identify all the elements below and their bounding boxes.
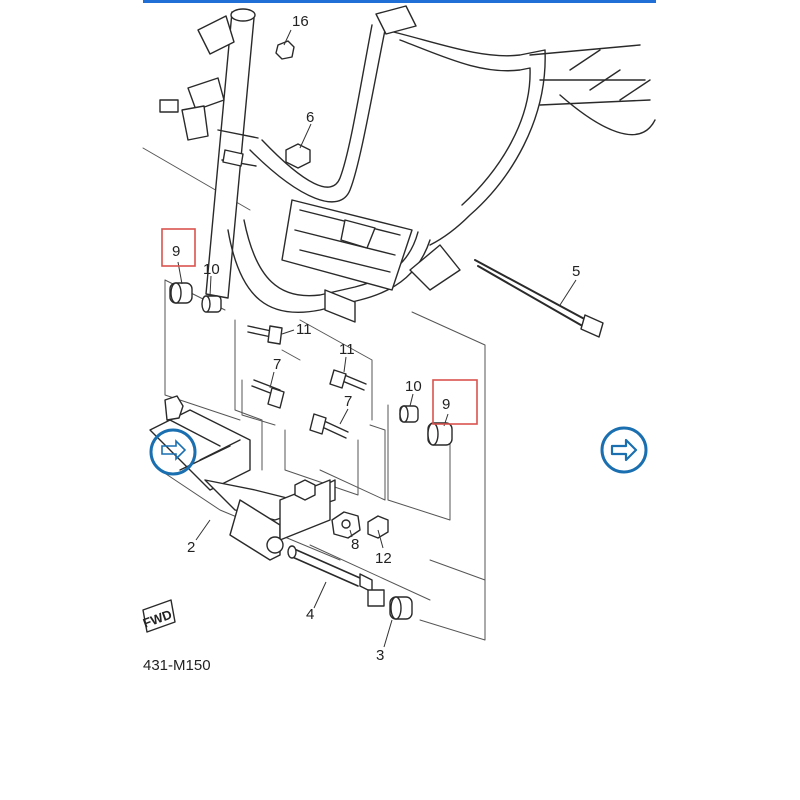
label-9-right: 9 — [442, 396, 450, 413]
collar-10-right — [399, 405, 419, 423]
label-16: 16 — [292, 13, 309, 30]
nut-16 — [275, 40, 295, 60]
diagram-code: 431-M150 — [143, 657, 211, 674]
frame-head-tube — [159, 8, 259, 299]
nut-6 — [285, 143, 311, 169]
label-8: 8 — [351, 536, 359, 553]
label-7-right: 7 — [344, 393, 352, 410]
highlight-circle-bracket — [149, 428, 197, 476]
label-2: 2 — [187, 539, 195, 556]
label-12: 12 — [375, 550, 392, 567]
next-arrow-button[interactable] — [599, 425, 649, 475]
bolt-7-right — [309, 413, 349, 439]
label-7-left: 7 — [273, 356, 281, 373]
label-6: 6 — [306, 109, 314, 126]
fwd-tag — [142, 599, 176, 633]
bushing-3 — [367, 589, 413, 620]
label-3: 3 — [376, 647, 384, 664]
arrow-right-circle-icon — [600, 426, 648, 474]
label-9-left: 9 — [172, 243, 180, 260]
leader-lines — [142, 147, 486, 641]
top-border — [143, 0, 656, 3]
nut-12 — [367, 515, 389, 539]
label-10-right: 10 — [405, 378, 422, 395]
bolt-11-upper — [247, 325, 283, 345]
label-4: 4 — [306, 606, 314, 623]
bolt-7-left — [251, 379, 285, 409]
bushing-9-right — [427, 422, 453, 446]
collar-10-left — [201, 295, 222, 313]
label-11-upper: 11 — [296, 321, 312, 338]
bushing-9-left — [169, 282, 193, 304]
highlight-box-9-left — [161, 228, 196, 267]
frame-main-loop — [227, 5, 656, 323]
label-10-left: 10 — [203, 261, 220, 278]
label-11-middle: 11 — [339, 341, 355, 358]
label-5: 5 — [572, 263, 580, 280]
nut-8 — [331, 511, 361, 539]
shaft-4 — [287, 545, 373, 593]
highlight-box-9-right — [432, 379, 478, 425]
bolt-5 — [474, 259, 604, 338]
bolt-11-middle — [329, 369, 367, 391]
